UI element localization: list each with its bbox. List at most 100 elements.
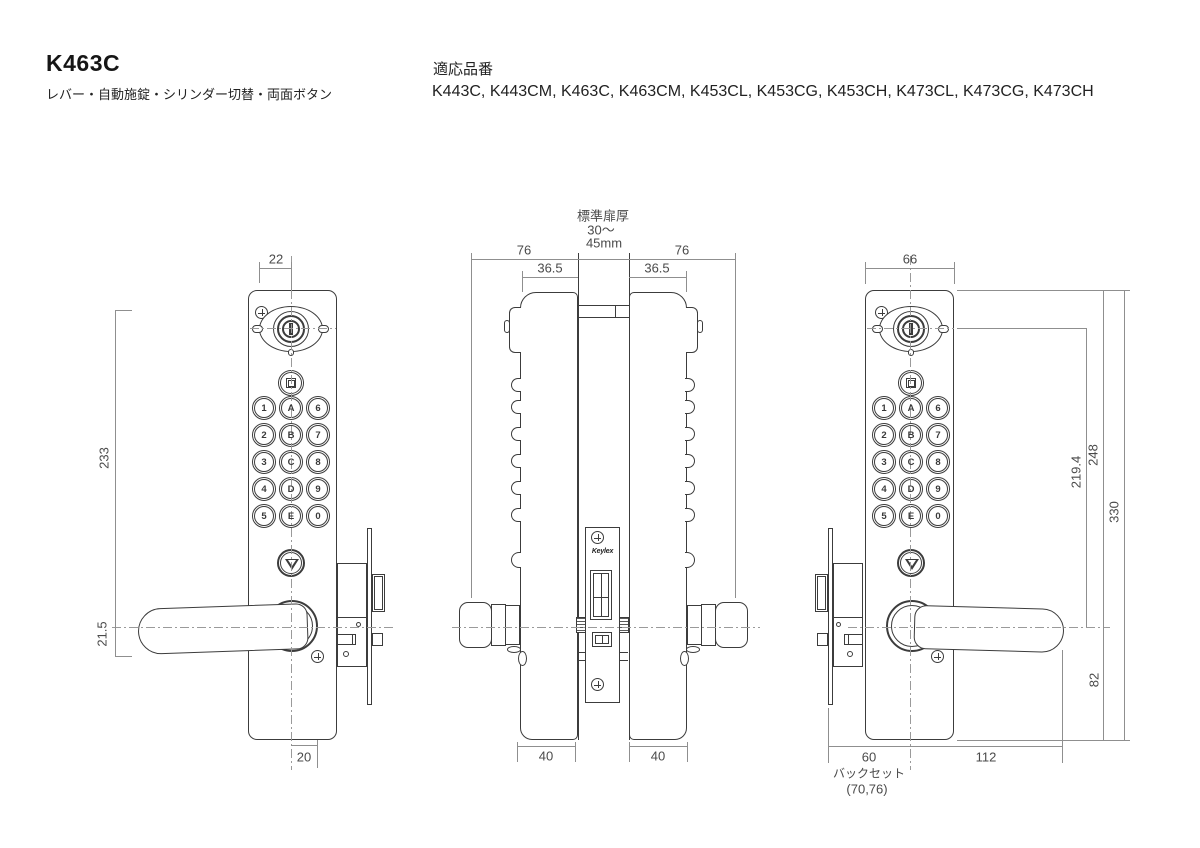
lever-handle-right-view xyxy=(913,604,1065,654)
dim-width: 66 xyxy=(902,251,918,267)
phillips-screw-icon xyxy=(311,650,324,663)
dim-height: 233 xyxy=(96,447,112,469)
phillips-screw-icon xyxy=(591,531,604,544)
dim-cylinder-offset: 22 xyxy=(268,251,284,267)
keypad-button-C: C xyxy=(899,450,923,474)
keypad-button-1: 1 xyxy=(872,396,896,420)
dim-bottom-offset: 20 xyxy=(296,749,312,765)
cylinder-ring xyxy=(897,315,925,343)
button-bump xyxy=(685,378,695,392)
keypad-button-D: D xyxy=(899,477,923,501)
keypad-button-0: 0 xyxy=(926,504,950,528)
button-bump xyxy=(511,481,521,495)
phillips-screw-icon xyxy=(591,678,604,691)
dim-total-height: 330 xyxy=(1106,501,1122,523)
dim-depth-left: 76 xyxy=(516,242,532,258)
lever-handle-left-view xyxy=(137,603,309,655)
keypad-button-6: 6 xyxy=(926,396,950,420)
keypad-button-5: 5 xyxy=(252,504,276,528)
keypad-button-6: 6 xyxy=(306,396,330,420)
dim-body-width-right: 40 xyxy=(650,748,666,764)
button-bump xyxy=(685,454,695,468)
keypad-button-8: 8 xyxy=(306,450,330,474)
cylinder-core xyxy=(902,320,920,338)
outside-unit-body xyxy=(520,292,578,740)
dim-lever-length: 112 xyxy=(975,749,997,765)
cylinder-tab-left xyxy=(252,325,263,333)
dim-backset: 60 xyxy=(861,749,877,765)
keypad-button-9: 9 xyxy=(926,477,950,501)
dim-body-depth-left: 36.5 xyxy=(537,260,563,276)
button-bump xyxy=(685,508,695,522)
dim-top-to-lever: 248 xyxy=(1085,444,1101,466)
keypad-button-B: B xyxy=(899,423,923,447)
keyhole-icon xyxy=(909,323,913,335)
cylinder-pin xyxy=(908,349,914,356)
button-bump xyxy=(685,481,695,495)
function-button-top xyxy=(898,370,924,396)
keypad-button-3: 3 xyxy=(252,450,276,474)
keypad-button-0: 0 xyxy=(306,504,330,528)
door-thickness-label-3: 45mm xyxy=(585,235,623,251)
dim-body-depth-right: 36.5 xyxy=(644,260,670,276)
lever-hub-profile xyxy=(687,605,702,645)
keypad-button-1: 1 xyxy=(252,396,276,420)
spindle-rib xyxy=(619,617,629,633)
cylinder-profile xyxy=(509,307,521,353)
door-edge-line xyxy=(578,253,579,740)
door-thickness-label-2: 30〜 xyxy=(587,222,615,238)
backset-options: (70,76) xyxy=(846,781,888,797)
model-subtitle: レバー・自動施錠・シリンダー切替・両面ボタン xyxy=(46,87,333,102)
keypad-button-7: 7 xyxy=(926,423,950,447)
lever-hub-profile xyxy=(505,605,520,645)
lever-knob-profile xyxy=(459,602,492,648)
keypad-button-2: 2 xyxy=(872,423,896,447)
function-button-bottom xyxy=(897,549,925,577)
dim-lever-offset: 21.5 xyxy=(94,621,110,647)
button-bump xyxy=(685,400,695,414)
triangle-icon xyxy=(905,559,919,570)
button-bump xyxy=(685,552,695,568)
keypad-button-5: 5 xyxy=(872,504,896,528)
keypad-button-4: 4 xyxy=(872,477,896,501)
cylinder-tab-right xyxy=(318,325,329,333)
keypad-button-2: 2 xyxy=(252,423,276,447)
button-bump xyxy=(685,427,695,441)
dim-lever-to-bottom: 82 xyxy=(1086,672,1102,688)
button-bump xyxy=(511,552,521,568)
compat-models: K443C, K443CM, K463C, K463CM, K453CL, K4… xyxy=(432,83,1094,100)
page-title: K463C xyxy=(46,50,121,76)
keypad-button-E: E xyxy=(899,504,923,528)
cylinder-ring-outer xyxy=(893,311,929,347)
keypad-button-9: 9 xyxy=(306,477,330,501)
button-bump xyxy=(511,427,521,441)
cylinder-tab-right xyxy=(938,325,949,333)
backset-label: バックセット xyxy=(832,766,906,781)
triangle-icon xyxy=(285,559,299,570)
dim-depth-right: 76 xyxy=(674,242,690,258)
compat-label: 適応品番 xyxy=(433,61,494,78)
square-icon xyxy=(906,378,916,388)
keypad-button-7: 7 xyxy=(306,423,330,447)
phillips-screw-icon xyxy=(931,650,944,663)
spindle-rib xyxy=(576,617,586,633)
keypad-button-4: 4 xyxy=(252,477,276,501)
lever-knob-profile xyxy=(715,602,748,648)
door-thickness-label-1: 標準扉厚 xyxy=(576,208,630,224)
dim-cylinder-to-lever: 219.4 xyxy=(1068,455,1084,489)
button-bump xyxy=(511,454,521,468)
button-bump xyxy=(511,378,521,392)
dim-body-width-left: 40 xyxy=(538,748,554,764)
keypad-button-3: 3 xyxy=(872,450,896,474)
button-bump xyxy=(511,508,521,522)
keypad-button-8: 8 xyxy=(926,450,950,474)
keypad-button-A: A xyxy=(899,396,923,420)
brand-logo: Keylex xyxy=(591,548,614,555)
inside-unit-body xyxy=(629,292,687,740)
through-spindle xyxy=(578,305,630,318)
button-bump xyxy=(511,400,521,414)
